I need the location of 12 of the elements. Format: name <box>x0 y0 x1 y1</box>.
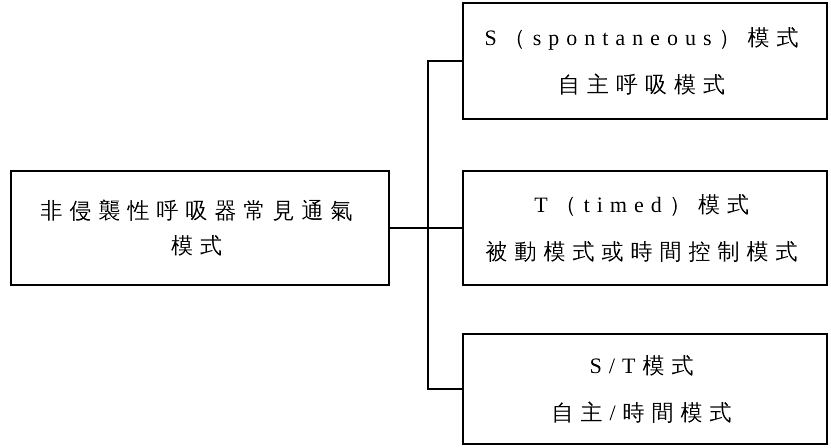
mode-title: T（timed）模式 <box>534 190 756 219</box>
mode-box <box>462 333 828 445</box>
mode-box <box>462 2 828 120</box>
mode-description: 自主/時間模式 <box>551 399 739 427</box>
connector-line <box>390 227 462 390</box>
mode-description: 被動模式或時間控制模式 <box>486 238 804 266</box>
mode-title: S/T模式 <box>590 352 700 380</box>
mode-description: 自主呼吸模式 <box>558 71 732 99</box>
mode-box <box>10 170 390 286</box>
mode-title: S（spontaneous）模式 <box>484 24 806 52</box>
mode-title: 非侵襲性呼吸器常見通氣模式 <box>40 196 360 260</box>
mode-box <box>462 170 828 286</box>
